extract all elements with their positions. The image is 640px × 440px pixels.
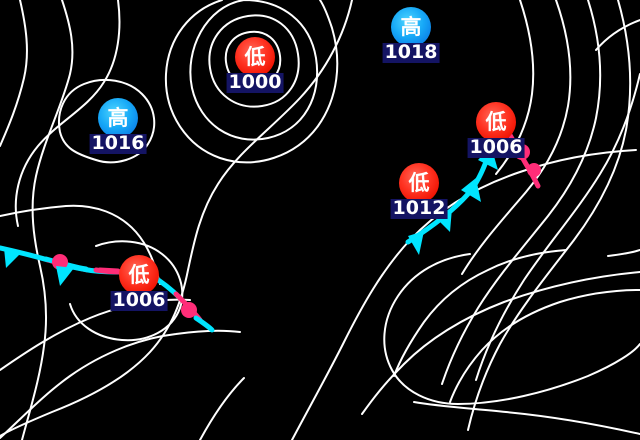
- isobar-line: [69, 240, 184, 342]
- isobar-line: [0, 204, 161, 285]
- low-symbol-bubble: 低: [399, 163, 439, 203]
- isobar-line: [461, 0, 572, 275]
- isobar-line: [0, 329, 241, 439]
- pressure-value-label: 1006: [467, 136, 525, 158]
- pressure-value-label: 1016: [89, 132, 147, 154]
- warm-front-bump: [181, 302, 197, 318]
- isobar-line: [475, 73, 640, 381]
- high-symbol-bubble: 高: [391, 7, 431, 47]
- isobar-line: [449, 289, 640, 403]
- isobar-line: [467, 0, 632, 431]
- pressure-value-label: 1018: [382, 41, 440, 63]
- low-glyph: 低: [244, 44, 266, 69]
- isobar-line: [58, 78, 156, 164]
- cold-front-barb: [56, 266, 74, 286]
- pressure-value-label: 1000: [226, 71, 284, 93]
- cold-front-barb: [4, 248, 22, 268]
- isobar-line: [14, 0, 121, 227]
- high-glyph: 高: [400, 14, 422, 39]
- isobar-line: [393, 249, 567, 377]
- isobar-line: [199, 377, 245, 440]
- isobar-line: [21, 0, 74, 440]
- cold-front-barb: [461, 178, 481, 202]
- isobar-line: [189, 0, 319, 141]
- isobar-line: [383, 253, 640, 405]
- high-symbol-bubble: 高: [98, 98, 138, 138]
- cold-front-barb: [408, 231, 424, 255]
- isobar-line: [0, 0, 28, 147]
- isobar-line: [361, 271, 640, 415]
- occluded-front-west: [0, 245, 215, 333]
- low-symbol-bubble: 低: [119, 255, 159, 295]
- isobar-line: [595, 19, 640, 51]
- high-glyph: 高: [107, 105, 129, 130]
- isobar-line: [441, 0, 602, 385]
- pressure-value-label: 1006: [110, 289, 168, 311]
- isobar-line: [164, 0, 339, 164]
- isobar-line: [0, 0, 353, 437]
- low-symbol-bubble: 低: [476, 102, 516, 142]
- low-symbol-bubble: 低: [235, 37, 275, 77]
- low-glyph: 低: [128, 262, 150, 287]
- isobar-line: [208, 14, 300, 108]
- low-glyph: 低: [485, 109, 507, 134]
- isobar-line: [413, 401, 640, 435]
- warm-front-bump: [527, 163, 541, 177]
- cold-front-barb: [478, 146, 498, 170]
- pressure-value-label: 1012: [390, 197, 448, 219]
- low-glyph: 低: [408, 170, 430, 195]
- isobar-line: [607, 249, 640, 257]
